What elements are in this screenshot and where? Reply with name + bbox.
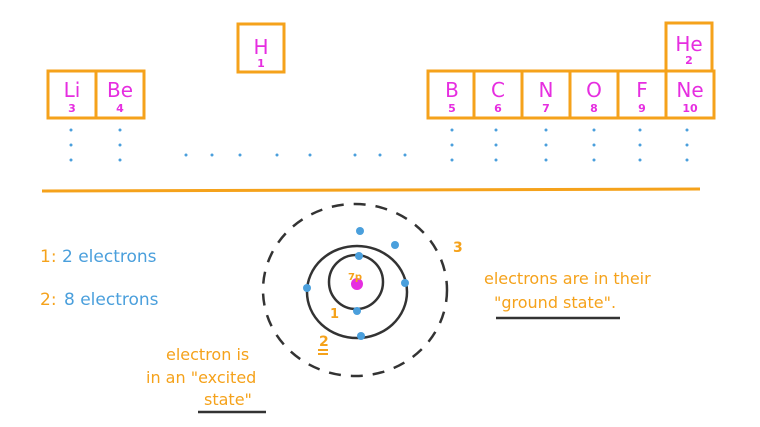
label: He bbox=[675, 32, 702, 56]
electron bbox=[355, 252, 363, 260]
guide-dot bbox=[685, 128, 689, 132]
electron bbox=[357, 332, 365, 340]
guide-dot bbox=[450, 143, 454, 147]
label: 9 bbox=[638, 102, 646, 115]
nucleus-label: 7p bbox=[348, 272, 362, 283]
label: C bbox=[491, 78, 505, 102]
excited-note-line1: electron is bbox=[166, 345, 249, 364]
element-n: N7 bbox=[520, 69, 572, 120]
guide-dot bbox=[184, 153, 188, 157]
element-li: Li3 bbox=[46, 69, 98, 120]
shell1-text: 2 electrons bbox=[62, 247, 157, 267]
electron bbox=[401, 279, 409, 287]
label: N bbox=[539, 78, 554, 102]
ground-note-line2: "ground state". bbox=[494, 293, 616, 312]
nucleus bbox=[351, 278, 363, 290]
guide-dot bbox=[685, 158, 689, 162]
element-h: H 1 bbox=[236, 22, 286, 74]
guide-dot bbox=[450, 158, 454, 162]
guide-dot bbox=[403, 153, 407, 157]
excited-note-line2: in an "excited bbox=[146, 368, 256, 387]
label: 1 bbox=[257, 57, 265, 70]
label: H bbox=[253, 35, 268, 59]
guide-dot bbox=[685, 143, 689, 147]
element-c: C6 bbox=[472, 69, 524, 120]
label: O bbox=[586, 78, 602, 102]
label: Ne bbox=[676, 78, 703, 102]
label: 8 bbox=[590, 102, 598, 115]
shell1-number: 1: bbox=[40, 247, 57, 267]
electron bbox=[356, 227, 364, 235]
guide-dot bbox=[210, 153, 214, 157]
guide-dot bbox=[308, 153, 312, 157]
label: Li bbox=[64, 78, 81, 102]
label: Be bbox=[107, 78, 133, 102]
shell-2 bbox=[305, 244, 409, 340]
element-b: B5 bbox=[426, 69, 478, 120]
guide-dot bbox=[353, 153, 357, 157]
guide-dot bbox=[494, 128, 498, 132]
excited-note-line3: state" bbox=[204, 390, 252, 409]
element-f: F9 bbox=[616, 69, 668, 120]
shell-2-label: 2 bbox=[319, 334, 329, 350]
guide-dot bbox=[378, 153, 382, 157]
guide-dot bbox=[118, 158, 122, 162]
guide-dot bbox=[238, 153, 242, 157]
atom-diagram: 7p 1 2 3 bbox=[261, 202, 463, 378]
label: 6 bbox=[494, 102, 502, 115]
guide-dot bbox=[118, 143, 122, 147]
label: 10 bbox=[682, 102, 698, 115]
electron bbox=[353, 307, 361, 315]
guide-dot bbox=[638, 158, 642, 162]
label: 2 bbox=[685, 54, 693, 67]
guide-dot bbox=[494, 158, 498, 162]
shell-1-label: 1 bbox=[330, 307, 339, 322]
element-he: He 2 bbox=[664, 21, 714, 73]
label: F bbox=[636, 78, 648, 102]
ground-note-line1: electrons are in their bbox=[484, 269, 651, 288]
guide-dot bbox=[544, 158, 548, 162]
element-o: O8 bbox=[568, 69, 620, 120]
label: 4 bbox=[116, 102, 124, 115]
shell2-number: 2: bbox=[40, 290, 57, 310]
label: B bbox=[445, 78, 459, 102]
shell-3-label: 3 bbox=[453, 240, 463, 256]
guide-dot bbox=[450, 128, 454, 132]
guide-dot bbox=[544, 128, 548, 132]
guide-dot bbox=[592, 143, 596, 147]
guide-dot bbox=[118, 128, 122, 132]
label: 3 bbox=[68, 102, 76, 115]
guide-dot bbox=[69, 158, 73, 162]
guide-dot bbox=[544, 143, 548, 147]
divider-line bbox=[41, 187, 701, 193]
shell-3-dashed bbox=[261, 202, 449, 378]
guide-dot bbox=[592, 158, 596, 162]
electron bbox=[303, 284, 311, 292]
guide-dot bbox=[69, 128, 73, 132]
guide-dot bbox=[494, 143, 498, 147]
guide-dot bbox=[275, 153, 279, 157]
label: 7 bbox=[542, 102, 550, 115]
electron bbox=[391, 241, 399, 249]
guide-dot bbox=[638, 143, 642, 147]
label: 5 bbox=[448, 102, 456, 115]
guide-dot bbox=[592, 128, 596, 132]
guide-dot bbox=[69, 143, 73, 147]
element-be: Be4 bbox=[94, 69, 146, 120]
guide-dot bbox=[638, 128, 642, 132]
shell2-text: 8 electrons bbox=[64, 290, 159, 310]
